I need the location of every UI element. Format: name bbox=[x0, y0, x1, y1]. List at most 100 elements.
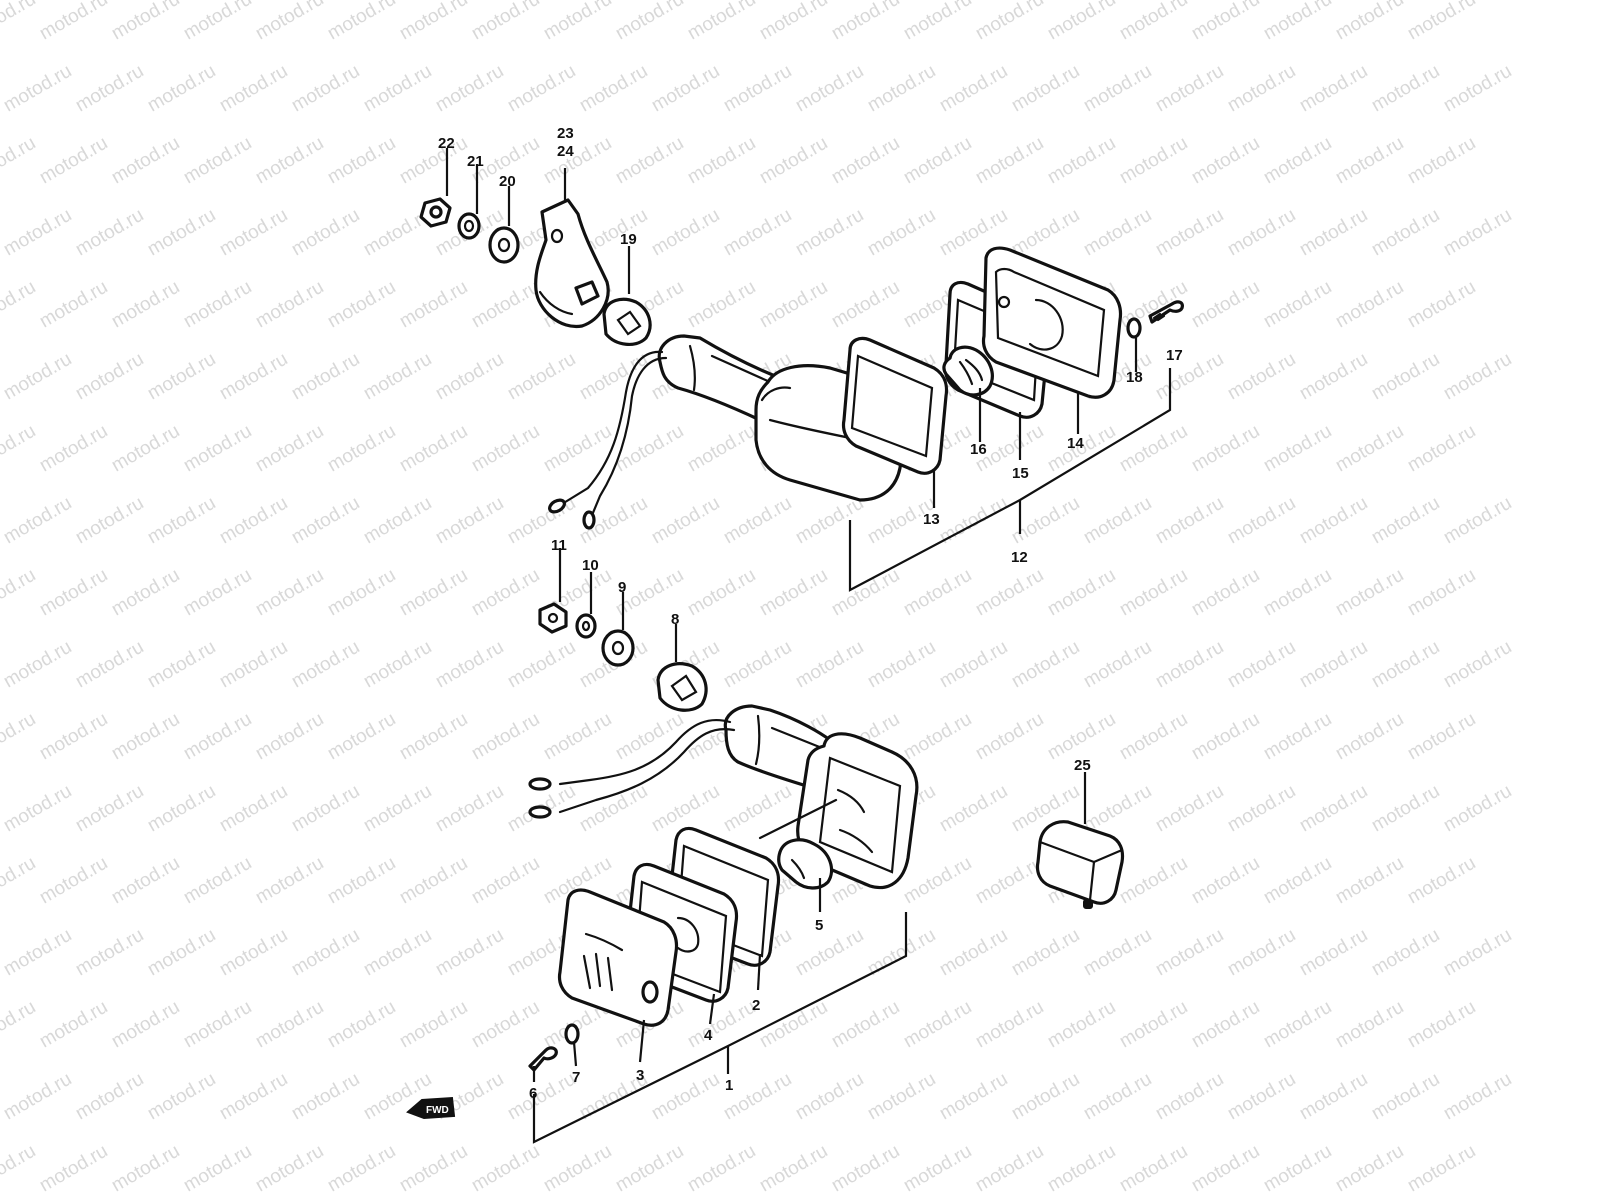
watermark-text: motod.ru bbox=[900, 853, 975, 909]
watermark-text: motod.ru bbox=[288, 493, 363, 549]
watermark-text: motod.ru bbox=[1332, 709, 1407, 765]
lens-3 bbox=[557, 888, 679, 1027]
watermark-text: motod.ru bbox=[432, 637, 507, 693]
watermark-text: motod.ru bbox=[936, 637, 1011, 693]
watermark-text: motod.ru bbox=[72, 61, 147, 117]
watermark-text: motod.ru bbox=[396, 709, 471, 765]
watermark-text: motod.ru bbox=[792, 493, 867, 549]
watermark-text: motod.ru bbox=[108, 0, 183, 44]
watermark-text: motod.ru bbox=[1296, 205, 1371, 261]
watermark-text: motod.ru bbox=[180, 709, 255, 765]
screw-6 bbox=[528, 1046, 558, 1072]
watermark-text: motod.ru bbox=[0, 1141, 39, 1197]
watermark-text: motod.ru bbox=[792, 925, 867, 981]
nut-22 bbox=[419, 197, 452, 228]
watermark-text: motod.ru bbox=[1440, 61, 1515, 117]
bulb-16 bbox=[942, 345, 994, 397]
watermark-text: motod.ru bbox=[288, 781, 363, 837]
watermark-text: motod.ru bbox=[144, 493, 219, 549]
watermark-text: motod.ru bbox=[936, 61, 1011, 117]
watermark-text: motod.ru bbox=[1188, 565, 1263, 621]
watermark-text: motod.ru bbox=[1152, 61, 1227, 117]
watermark-text: motod.ru bbox=[432, 349, 507, 405]
watermark-text: motod.ru bbox=[1224, 61, 1299, 117]
watermark-text: motod.ru bbox=[1080, 493, 1155, 549]
watermark-text: motod.ru bbox=[1116, 1141, 1191, 1197]
watermark-text: motod.ru bbox=[756, 277, 831, 333]
lock-washer-10 bbox=[575, 613, 597, 639]
callout-24: 24 bbox=[557, 143, 574, 160]
watermark-text: motod.ru bbox=[1116, 421, 1191, 477]
watermark-text: motod.ru bbox=[972, 0, 1047, 44]
watermark-text: motod.ru bbox=[972, 853, 1047, 909]
callout-19: 19 bbox=[620, 231, 637, 248]
watermark-text: motod.ru bbox=[360, 61, 435, 117]
watermark-text: motod.ru bbox=[324, 565, 399, 621]
watermark-text: motod.ru bbox=[36, 997, 111, 1053]
callout-3: 3 bbox=[636, 1067, 644, 1084]
watermark-text: motod.ru bbox=[324, 1141, 399, 1197]
watermark-text: motod.ru bbox=[1368, 205, 1443, 261]
callout-20: 20 bbox=[499, 173, 516, 190]
watermark-text: motod.ru bbox=[540, 1141, 615, 1197]
watermark-text: motod.ru bbox=[216, 205, 291, 261]
watermark-text: motod.ru bbox=[72, 349, 147, 405]
watermark-text: motod.ru bbox=[0, 1069, 3, 1125]
watermark-text: motod.ru bbox=[1224, 925, 1299, 981]
watermark-text: motod.ru bbox=[756, 0, 831, 44]
watermark-text: motod.ru bbox=[1080, 1069, 1155, 1125]
watermark-text: motod.ru bbox=[1188, 997, 1263, 1053]
callout-1: 1 bbox=[725, 1077, 733, 1094]
watermark-text: motod.ru bbox=[288, 925, 363, 981]
watermark-text: motod.ru bbox=[1080, 61, 1155, 117]
lens-14 bbox=[981, 246, 1123, 399]
watermark-text: motod.ru bbox=[504, 61, 579, 117]
turn-signal-relay-25 bbox=[1035, 820, 1125, 909]
watermark-text: motod.ru bbox=[792, 1069, 867, 1125]
watermark-text: motod.ru bbox=[432, 61, 507, 117]
watermark-text: motod.ru bbox=[720, 781, 795, 837]
watermark-text: motod.ru bbox=[396, 133, 471, 189]
washer-20 bbox=[488, 226, 520, 264]
callout-11: 11 bbox=[551, 537, 567, 554]
watermark-text: motod.ru bbox=[396, 997, 471, 1053]
watermark-text: motod.ru bbox=[468, 997, 543, 1053]
watermark-text: motod.ru bbox=[756, 1141, 831, 1197]
rear-turn-signal-assembly-upper bbox=[419, 197, 1184, 530]
watermark-text: motod.ru bbox=[1044, 997, 1119, 1053]
watermark-text: motod.ru bbox=[828, 0, 903, 44]
watermark-text: motod.ru bbox=[1008, 205, 1083, 261]
watermark-text: motod.ru bbox=[324, 0, 399, 44]
watermark-text: motod.ru bbox=[0, 0, 39, 44]
watermark-text: motod.ru bbox=[1188, 853, 1263, 909]
watermark-text: motod.ru bbox=[1440, 493, 1515, 549]
watermark-text: motod.ru bbox=[1044, 1141, 1119, 1197]
watermark-text: motod.ru bbox=[144, 637, 219, 693]
watermark-text: motod.ru bbox=[1152, 781, 1227, 837]
watermark-text: motod.ru bbox=[324, 421, 399, 477]
watermark-text: motod.ru bbox=[1044, 133, 1119, 189]
watermark-text: motod.ru bbox=[72, 205, 147, 261]
wire-harness-upper bbox=[548, 350, 668, 530]
watermark-text: motod.ru bbox=[1116, 853, 1191, 909]
watermark-text: motod.ru bbox=[0, 61, 75, 117]
watermark-text: motod.ru bbox=[0, 709, 39, 765]
watermark-text: motod.ru bbox=[1260, 565, 1335, 621]
watermark-text: motod.ru bbox=[288, 349, 363, 405]
watermark-text: motod.ru bbox=[1116, 997, 1191, 1053]
watermark-text: motod.ru bbox=[792, 637, 867, 693]
callout-9: 9 bbox=[618, 579, 626, 596]
watermark-text: motod.ru bbox=[720, 637, 795, 693]
watermark-text: motod.ru bbox=[0, 493, 3, 549]
watermark-text: motod.ru bbox=[972, 1141, 1047, 1197]
watermark-text: motod.ru bbox=[1296, 925, 1371, 981]
callout-15: 15 bbox=[1012, 465, 1029, 482]
watermark-text: motod.ru bbox=[1296, 349, 1371, 405]
watermark-text: motod.ru bbox=[936, 925, 1011, 981]
watermark-text: motod.ru bbox=[684, 133, 759, 189]
watermark-text: motod.ru bbox=[252, 1141, 327, 1197]
watermark-text: motod.ru bbox=[1044, 709, 1119, 765]
watermark-text: motod.ru bbox=[360, 781, 435, 837]
watermark-text: motod.ru bbox=[324, 997, 399, 1053]
watermark-text: motod.ru bbox=[252, 277, 327, 333]
